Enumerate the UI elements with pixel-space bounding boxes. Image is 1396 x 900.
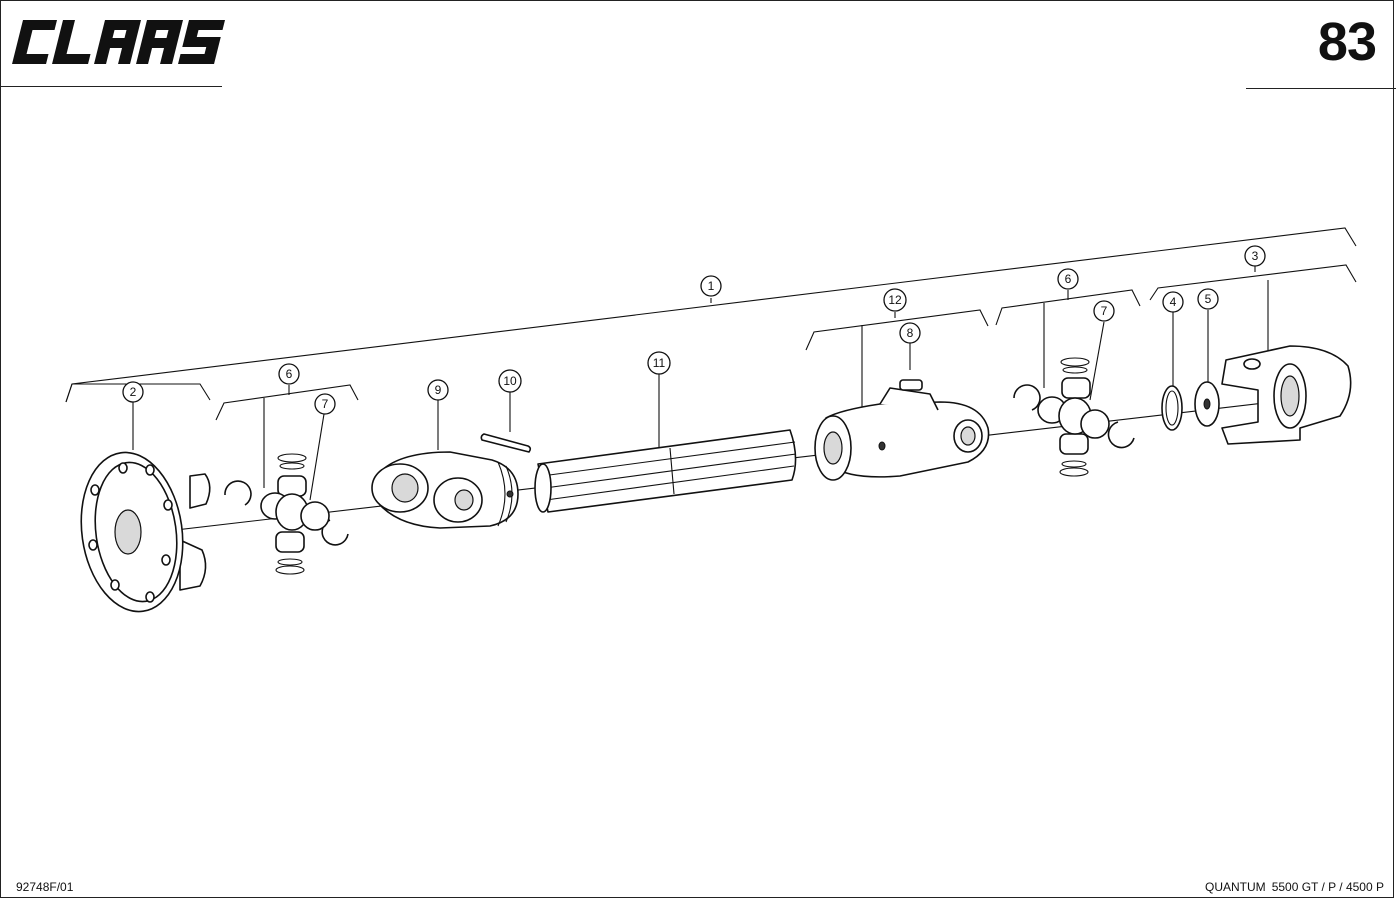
callout-11: 11 <box>647 351 671 375</box>
callout-6b-label: 6 <box>1065 272 1072 286</box>
yoke-part-9 <box>371 451 519 529</box>
callout-8-label: 8 <box>907 326 914 340</box>
callout-7b: 7 <box>1093 300 1115 322</box>
callout-6a: 6 <box>278 363 300 385</box>
end-yoke-part-3 <box>1221 345 1352 445</box>
callout-7b-label: 7 <box>1101 304 1108 318</box>
callout-4-label: 4 <box>1170 295 1177 309</box>
pin-part-10 <box>480 433 532 453</box>
callout-4: 4 <box>1162 291 1184 313</box>
ring-part-4 <box>1161 385 1183 431</box>
bracket-1 <box>65 227 1357 403</box>
callout-8: 8 <box>899 322 921 344</box>
claas-logo <box>12 20 226 64</box>
callout-3: 3 <box>1244 245 1266 267</box>
callout-6a-label: 6 <box>286 367 293 381</box>
callout-3-label: 3 <box>1252 249 1259 263</box>
drawing-reference: 92748F/01 <box>16 880 74 894</box>
callout-1-label: 1 <box>708 279 715 293</box>
callout-11-label: 11 <box>653 356 666 370</box>
bracket-6b <box>995 289 1141 326</box>
header-rule-left <box>0 86 222 87</box>
bracket-3 <box>1149 264 1357 301</box>
flange-yoke-part-2 <box>80 451 211 613</box>
universal-joint-left <box>224 453 349 575</box>
callout-12-label: 12 <box>888 293 902 307</box>
page-number: 83 <box>1317 12 1377 72</box>
washer-part-5 <box>1194 381 1220 427</box>
model-variants: 5500 GT / P / 4500 P <box>1271 880 1384 894</box>
callout-1: 1 <box>700 275 722 297</box>
callout-6b: 6 <box>1057 268 1079 290</box>
callout-9: 9 <box>427 379 449 401</box>
callout-10-label: 10 <box>503 374 517 388</box>
model-designation: QUANTUM 5500 GT / P / 4500 P <box>1199 880 1384 894</box>
callout-9-label: 9 <box>435 383 442 397</box>
splined-tube-part-11 <box>534 429 797 513</box>
callout-5-label: 5 <box>1205 292 1212 306</box>
universal-joint-right <box>1013 357 1135 477</box>
callout-10: 10 <box>498 369 522 393</box>
callout-7a-label: 7 <box>322 397 329 411</box>
bracket-6a <box>215 384 359 421</box>
bracket-12 <box>805 309 989 351</box>
callout-12: 12 <box>883 288 907 312</box>
callout-2: 2 <box>122 381 144 403</box>
sliding-yoke-part-12 <box>814 379 990 481</box>
model-name: QUANTUM <box>1205 880 1266 894</box>
header-rule-right <box>1246 88 1396 89</box>
callout-2-label: 2 <box>130 385 137 399</box>
callout-5: 5 <box>1197 288 1219 310</box>
callout-7a: 7 <box>314 393 336 415</box>
leader-lines <box>132 266 1269 501</box>
